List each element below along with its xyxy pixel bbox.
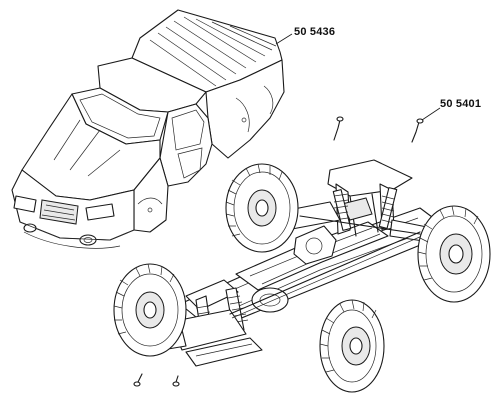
pin-leader-line bbox=[421, 107, 441, 121]
body-clip-pins bbox=[133, 116, 424, 387]
front-left-wheel bbox=[113, 263, 187, 357]
front-right-wheel bbox=[319, 299, 385, 393]
rear-left-wheel bbox=[225, 163, 299, 253]
rear-right-wheel bbox=[417, 205, 491, 303]
truck-body-shell bbox=[11, 9, 285, 249]
truck-chassis bbox=[139, 159, 453, 367]
body-part-number-label: 50 5436 bbox=[294, 26, 336, 38]
pin-part-number-label: 50 5401 bbox=[440, 98, 482, 110]
body-leader-line bbox=[275, 33, 293, 45]
